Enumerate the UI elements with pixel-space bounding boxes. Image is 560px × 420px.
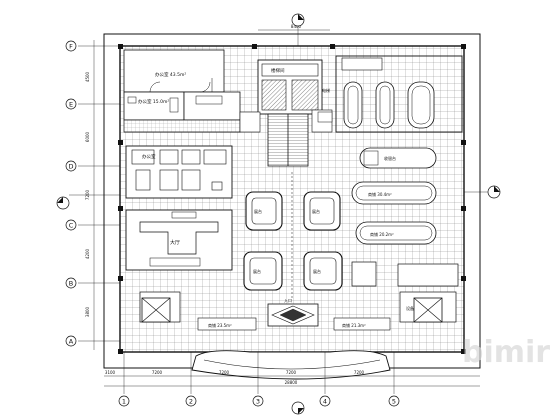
total-dimension: 28800	[285, 380, 298, 385]
grid-column-label: 4	[323, 398, 327, 406]
room-label-stair-hall: 楼梯间	[271, 67, 285, 74]
grid-row-label: D	[68, 163, 73, 171]
room-label-lobby: 大厅	[170, 239, 180, 246]
booth-4: 展台	[303, 251, 343, 291]
booth-2: 展台	[303, 191, 341, 231]
room-label-shop-lower-right: 商铺 20.2m²	[370, 231, 394, 237]
room-label-office-top-left: 办公室 43.5m²	[155, 71, 186, 78]
office-zone-top-left: 办公室 43.5m² 办公室 15.0m²	[123, 49, 241, 133]
grid-row-label: F	[69, 43, 73, 51]
row-grid-axis: F E D C B A 4500 6000 7200 4200 3800	[65, 40, 120, 350]
grid-column-label: 1	[122, 398, 126, 406]
section-marker-left	[56, 194, 120, 210]
room-label-office-left: 办公室	[142, 153, 156, 160]
structural-columns	[118, 44, 466, 354]
office-zone-left: 办公室	[125, 145, 233, 199]
booth-label: 展台	[312, 208, 320, 214]
booth-3: 展台	[243, 251, 283, 291]
column-grid-axis: 7200 7200 7200 7200 3100 28800 1 2 3 4 5	[104, 352, 480, 407]
lobby-zone: 大厅	[125, 209, 233, 271]
room-label-shop-bottom-mid: 商铺 23.5m²	[208, 322, 232, 328]
grid-column-label: 2	[189, 398, 193, 406]
room-label-entrance: 入口	[284, 298, 292, 303]
room-label-office-small: 办公室 15.0m²	[138, 98, 169, 105]
room-label-shop-bottom-right: 商铺 21.3m²	[342, 322, 366, 328]
grid-column-label: 3	[256, 398, 260, 406]
booth-area-top-right	[317, 55, 463, 133]
room-label-counter: 收银台	[384, 155, 396, 161]
grid-column-label: 5	[392, 398, 396, 406]
column-dimension: 7200	[354, 370, 365, 375]
grid-row-label: B	[69, 280, 73, 288]
section-marker-bottom	[291, 401, 305, 415]
column-dimension: 7200	[152, 370, 163, 375]
room-label-elevator: 电梯	[322, 87, 330, 93]
column-dimension: 7200	[219, 370, 230, 375]
column-dimension-top: 8400	[291, 24, 302, 29]
watermark-text: bimir	[462, 335, 550, 370]
top-dimension: 8400	[258, 24, 330, 31]
corner-stairs	[141, 297, 443, 323]
row-dimension: 3800	[85, 306, 90, 317]
stair-core: 楼梯间 电梯	[239, 59, 333, 167]
column-dimension: 7200	[286, 370, 297, 375]
section-marker-top	[291, 13, 305, 46]
counter-zone-right: 收银台 商铺 30.4m² 商铺 20.2m²	[351, 147, 459, 287]
display-booths: 展台 展台 展台 展台	[243, 172, 343, 300]
end-dimension: 3100	[105, 370, 116, 375]
room-label-shop-right: 商铺 30.4m²	[368, 191, 392, 197]
row-dimension: 4200	[85, 248, 90, 259]
booth-label: 展台	[253, 268, 261, 274]
row-dimension: 6000	[85, 131, 90, 142]
grid-row-label: C	[69, 222, 74, 230]
booth-label: 展台	[254, 208, 262, 214]
grid-row-label: A	[69, 338, 74, 346]
section-marker-right	[464, 185, 501, 199]
grid-row-label: E	[69, 101, 73, 109]
row-dimension: 7200	[85, 189, 90, 200]
row-dimension: 4500	[85, 71, 90, 82]
booth-1: 展台	[245, 191, 283, 231]
booth-label: 展台	[313, 268, 321, 274]
